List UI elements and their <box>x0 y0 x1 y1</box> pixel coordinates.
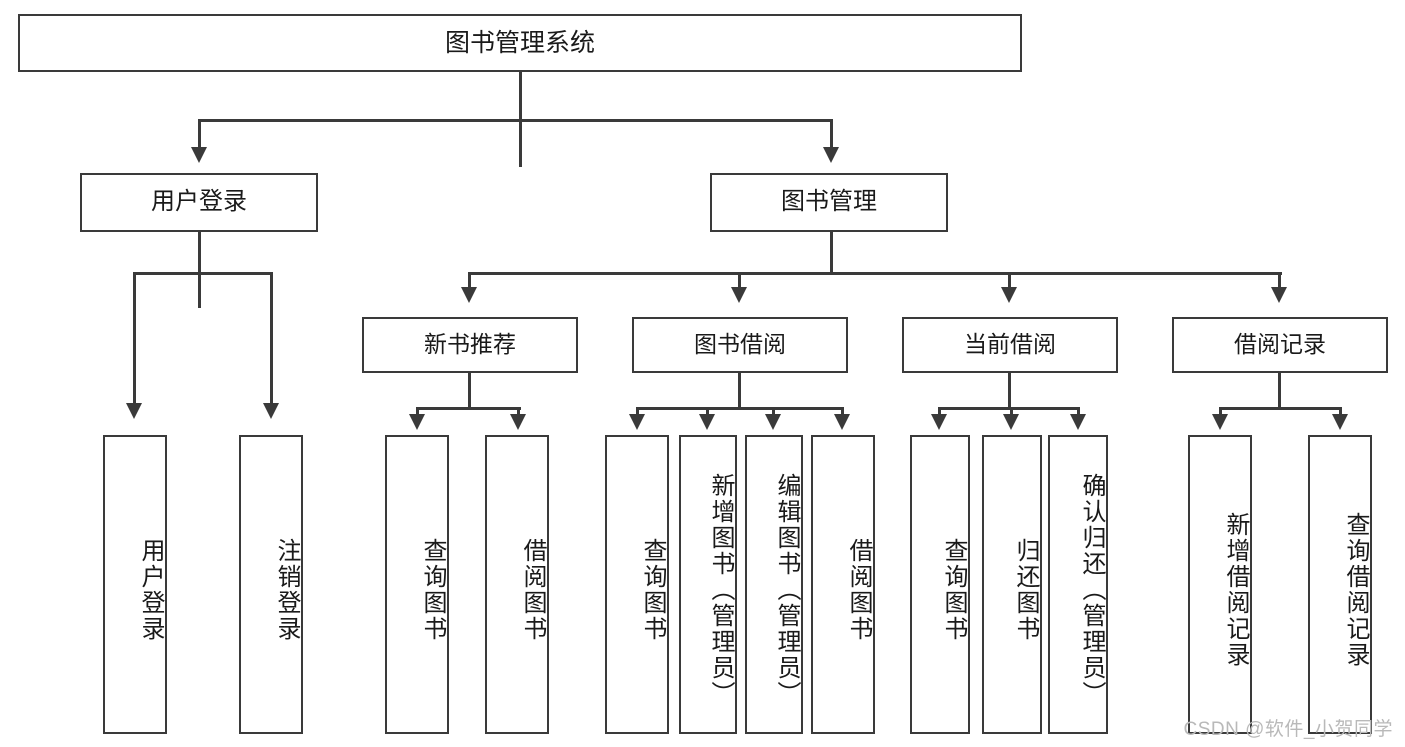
connector-user-login-drop-2 <box>270 272 273 405</box>
connector-bm-drop-3 <box>1008 272 1011 289</box>
arrowhead-br-2 <box>1332 414 1348 430</box>
arrowhead-cb-2 <box>1003 414 1019 430</box>
connector-nbr-drop-1 <box>416 407 419 416</box>
leaf-user-login[interactable]: 用户登录 <box>103 435 167 734</box>
connector-bb-drop-3 <box>772 407 775 416</box>
connector-root-drop-right <box>830 119 833 149</box>
connector-user-login-drop-1 <box>133 272 136 405</box>
arrowhead-nbr-1 <box>409 414 425 430</box>
arrowhead-user-login-1 <box>126 403 142 419</box>
arrowhead-current-borrow <box>1001 287 1017 303</box>
arrowhead-to-book-management <box>823 147 839 163</box>
node-root-book-management-system[interactable]: 图书管理系统 <box>18 14 1022 72</box>
node-borrow-record[interactable]: 借阅记录 <box>1172 317 1388 373</box>
connector-bb-drop-2 <box>706 407 709 416</box>
leaf-query-book-nbr[interactable]: 查询图书 <box>385 435 449 734</box>
leaf-borrow-book-bb[interactable]: 借阅图书 <box>811 435 875 734</box>
arrowhead-bb-2 <box>699 414 715 430</box>
connector-book-management-stem <box>830 232 833 274</box>
arrowhead-new-book-recommend <box>461 287 477 303</box>
leaf-query-book-bb[interactable]: 查询图书 <box>605 435 669 734</box>
arrowhead-cb-1 <box>931 414 947 430</box>
arrowhead-book-borrow <box>731 287 747 303</box>
connector-br-drop-1 <box>1219 407 1222 416</box>
leaf-confirm-return-admin[interactable]: 确认归还（管理员） <box>1048 435 1108 734</box>
connector-bb-drop-4 <box>841 407 844 416</box>
connector-bm-drop-1 <box>468 272 471 289</box>
arrowhead-br-1 <box>1212 414 1228 430</box>
arrowhead-cb-3 <box>1070 414 1086 430</box>
connector-bb-stem <box>738 373 741 409</box>
leaf-logout[interactable]: 注销登录 <box>239 435 303 734</box>
node-new-book-recommend[interactable]: 新书推荐 <box>362 317 578 373</box>
leaf-add-borrow-record[interactable]: 新增借阅记录 <box>1188 435 1252 734</box>
arrowhead-bb-1 <box>629 414 645 430</box>
arrowhead-nbr-2 <box>510 414 526 430</box>
connector-cb-drop-3 <box>1077 407 1080 416</box>
connector-book-management-bus <box>468 272 1282 275</box>
leaf-add-book-admin[interactable]: 新增图书（管理员） <box>679 435 737 734</box>
node-book-borrow[interactable]: 图书借阅 <box>632 317 848 373</box>
connector-br-stem <box>1278 373 1281 409</box>
connector-br-bus <box>1219 407 1342 410</box>
leaf-edit-book-admin[interactable]: 编辑图书（管理员） <box>745 435 803 734</box>
arrowhead-bb-4 <box>834 414 850 430</box>
connector-root-bus <box>198 119 832 122</box>
connector-bm-drop-4 <box>1278 272 1281 289</box>
node-user-login[interactable]: 用户登录 <box>80 173 318 232</box>
connector-bb-bus <box>636 407 843 410</box>
leaf-query-borrow-record[interactable]: 查询借阅记录 <box>1308 435 1372 734</box>
connector-bm-drop-2 <box>738 272 741 289</box>
leaf-return-book[interactable]: 归还图书 <box>982 435 1042 734</box>
arrowhead-bb-3 <box>765 414 781 430</box>
arrowhead-borrow-record <box>1271 287 1287 303</box>
leaf-borrow-book-nbr[interactable]: 借阅图书 <box>485 435 549 734</box>
arrowhead-user-login-2 <box>263 403 279 419</box>
node-current-borrow[interactable]: 当前借阅 <box>902 317 1118 373</box>
connector-nbr-drop-2 <box>517 407 520 416</box>
csdn-watermark: CSDN @软件_小贺同学 <box>1183 719 1393 740</box>
connector-cb-drop-1 <box>938 407 941 416</box>
connector-nbr-bus <box>416 407 521 410</box>
arrowhead-to-user-login <box>191 147 207 163</box>
leaf-query-book-cb[interactable]: 查询图书 <box>910 435 970 734</box>
connector-user-login-stem <box>198 232 201 308</box>
connector-root-drop-left <box>198 119 201 149</box>
connector-cb-drop-2 <box>1010 407 1013 416</box>
node-book-management[interactable]: 图书管理 <box>710 173 948 232</box>
connector-cb-bus <box>938 407 1080 410</box>
connector-bb-drop-1 <box>636 407 639 416</box>
connector-nbr-stem <box>468 373 471 409</box>
connector-user-login-bus <box>133 272 273 275</box>
connector-br-drop-2 <box>1339 407 1342 416</box>
connector-cb-stem <box>1008 373 1011 409</box>
